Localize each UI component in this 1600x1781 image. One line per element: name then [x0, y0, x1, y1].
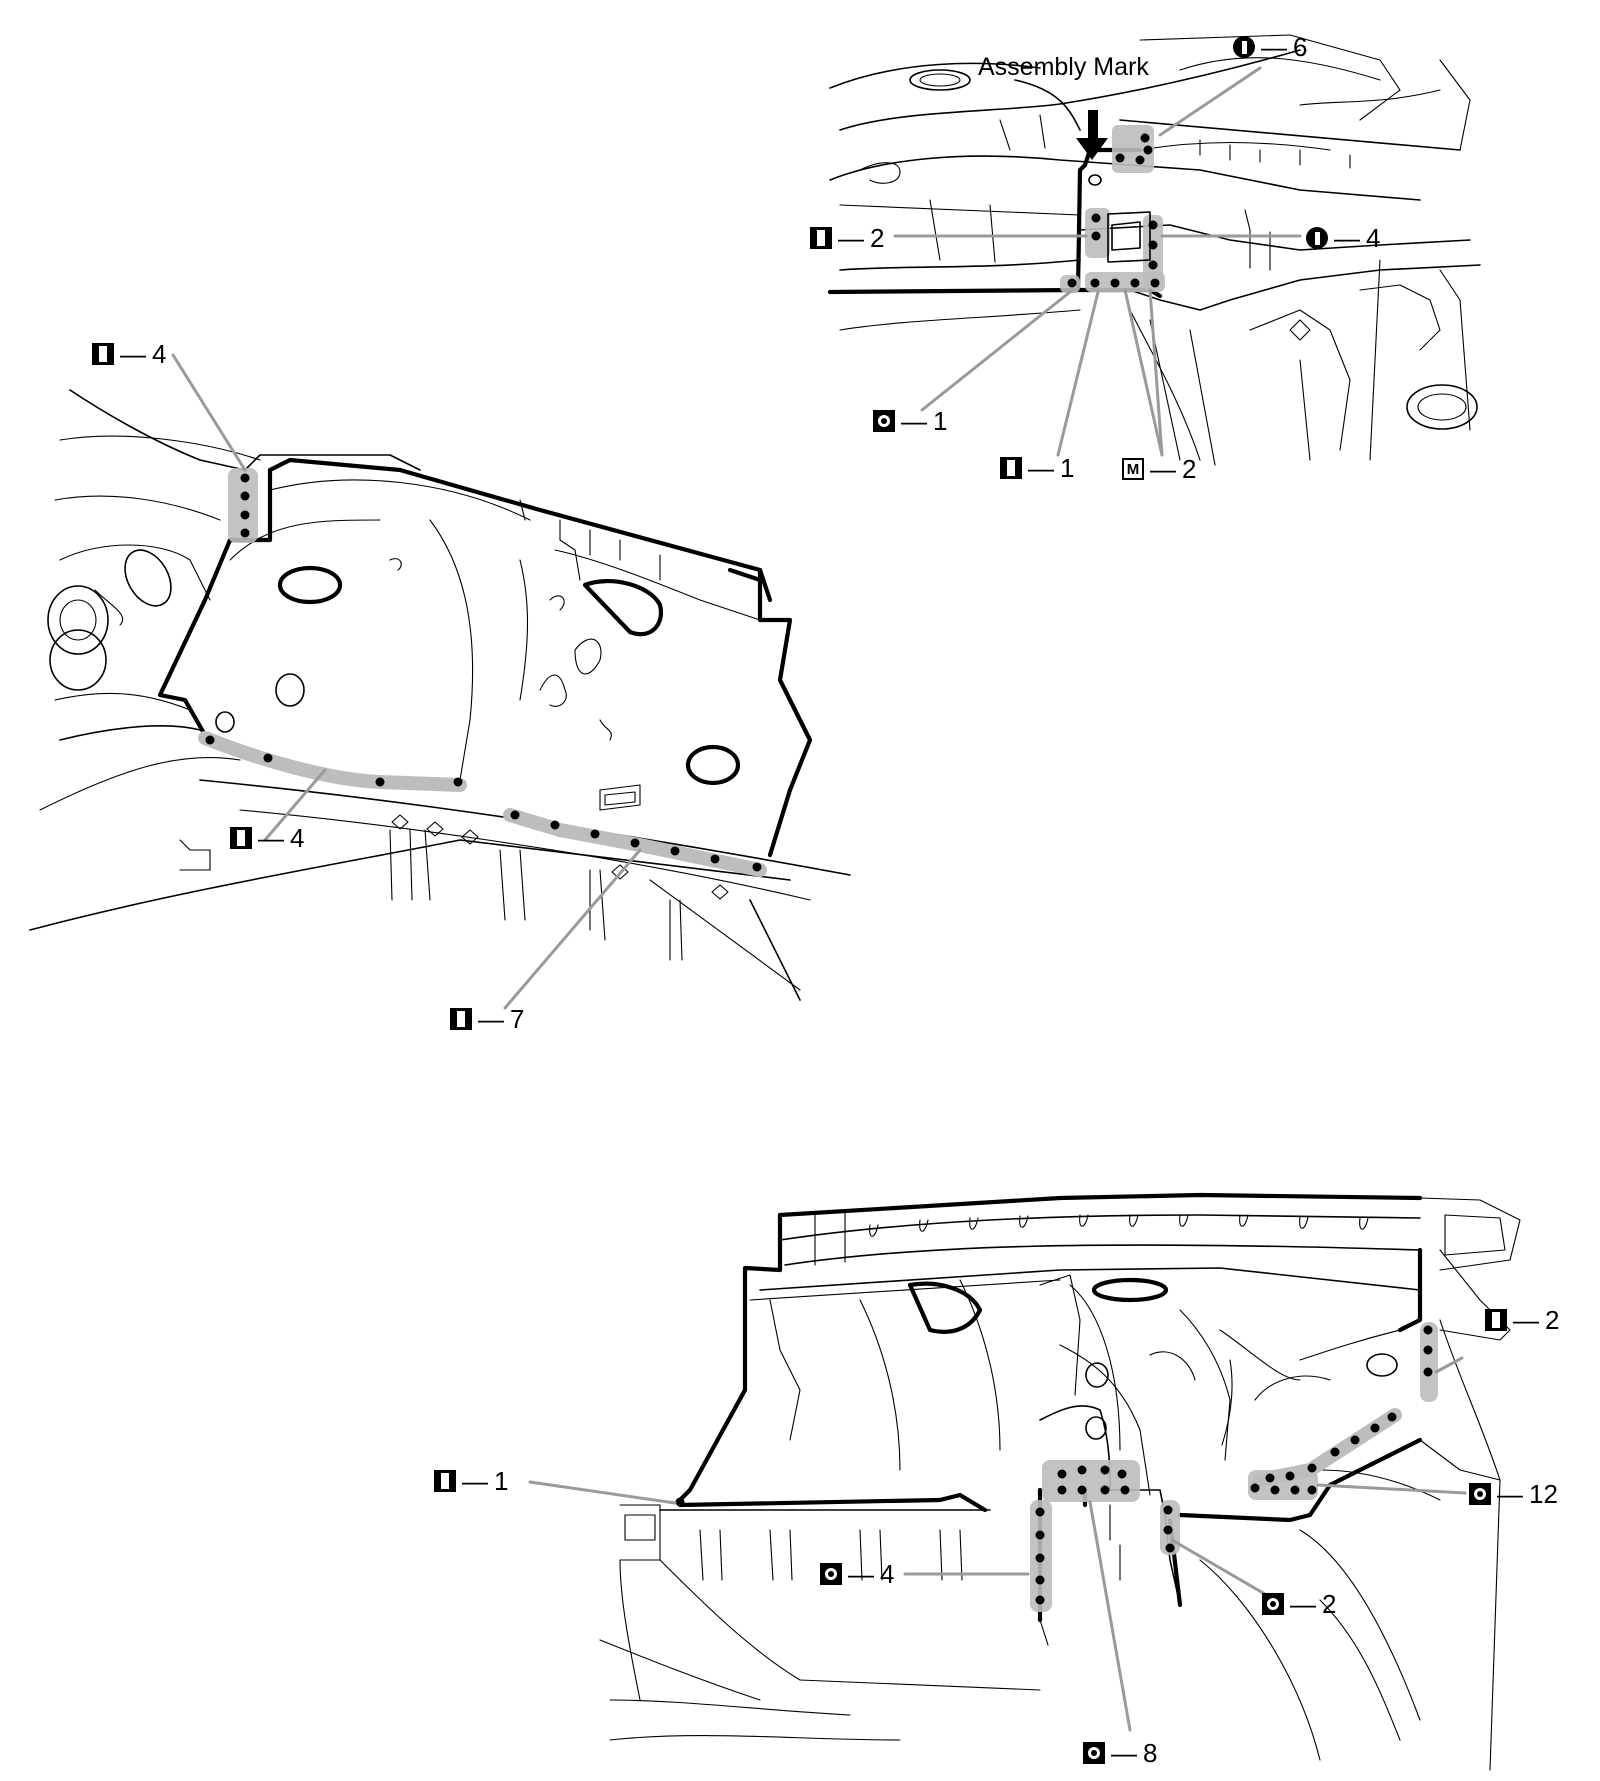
top-right-view [827, 34, 1481, 466]
i-square-icon [1485, 1309, 1507, 1331]
callout-top-i1: — 1 [1000, 455, 1074, 481]
callout-bot-i2: — 2 [1485, 1307, 1559, 1333]
o-square-icon [1083, 1742, 1105, 1764]
callout-bot-o8: — 8 [1083, 1740, 1157, 1766]
callout-bot-i1: — 1 [434, 1468, 508, 1494]
callout-mid-i7: — 7 [450, 1006, 524, 1032]
i-square-icon [810, 227, 832, 249]
o-square-icon [873, 410, 895, 432]
callout-mid-i4-bottom: — 4 [230, 825, 304, 851]
i-round-icon [1233, 36, 1255, 58]
callout-top-i2: — 2 [810, 225, 884, 251]
i-square-icon [450, 1008, 472, 1030]
callout-top-i4: — 4 [1306, 225, 1380, 251]
i-square-icon [434, 1470, 456, 1492]
callout-top-m2: M — 2 [1122, 456, 1196, 482]
assembly-mark-label: Assembly Mark [978, 53, 1149, 81]
callout-top-o1: — 1 [873, 408, 947, 434]
m-square-icon: M [1122, 458, 1144, 480]
callout-bot-o2: — 2 [1262, 1591, 1336, 1617]
middle-left-view [29, 353, 851, 1010]
callout-top-i6: — 6 [1233, 34, 1307, 60]
callout-bot-o12: — 12 [1469, 1481, 1558, 1507]
bottom-view [528, 1192, 1521, 1771]
o-square-icon [1469, 1483, 1491, 1505]
i-round-icon [1306, 227, 1328, 249]
o-square-icon [820, 1563, 842, 1585]
i-square-icon [230, 827, 252, 849]
i-square-icon [92, 343, 114, 365]
callout-bot-o4: — 4 [820, 1561, 894, 1587]
o-square-icon [1262, 1593, 1284, 1615]
i-square-icon [1000, 457, 1022, 479]
callout-mid-i4-top: — 4 [92, 341, 166, 367]
